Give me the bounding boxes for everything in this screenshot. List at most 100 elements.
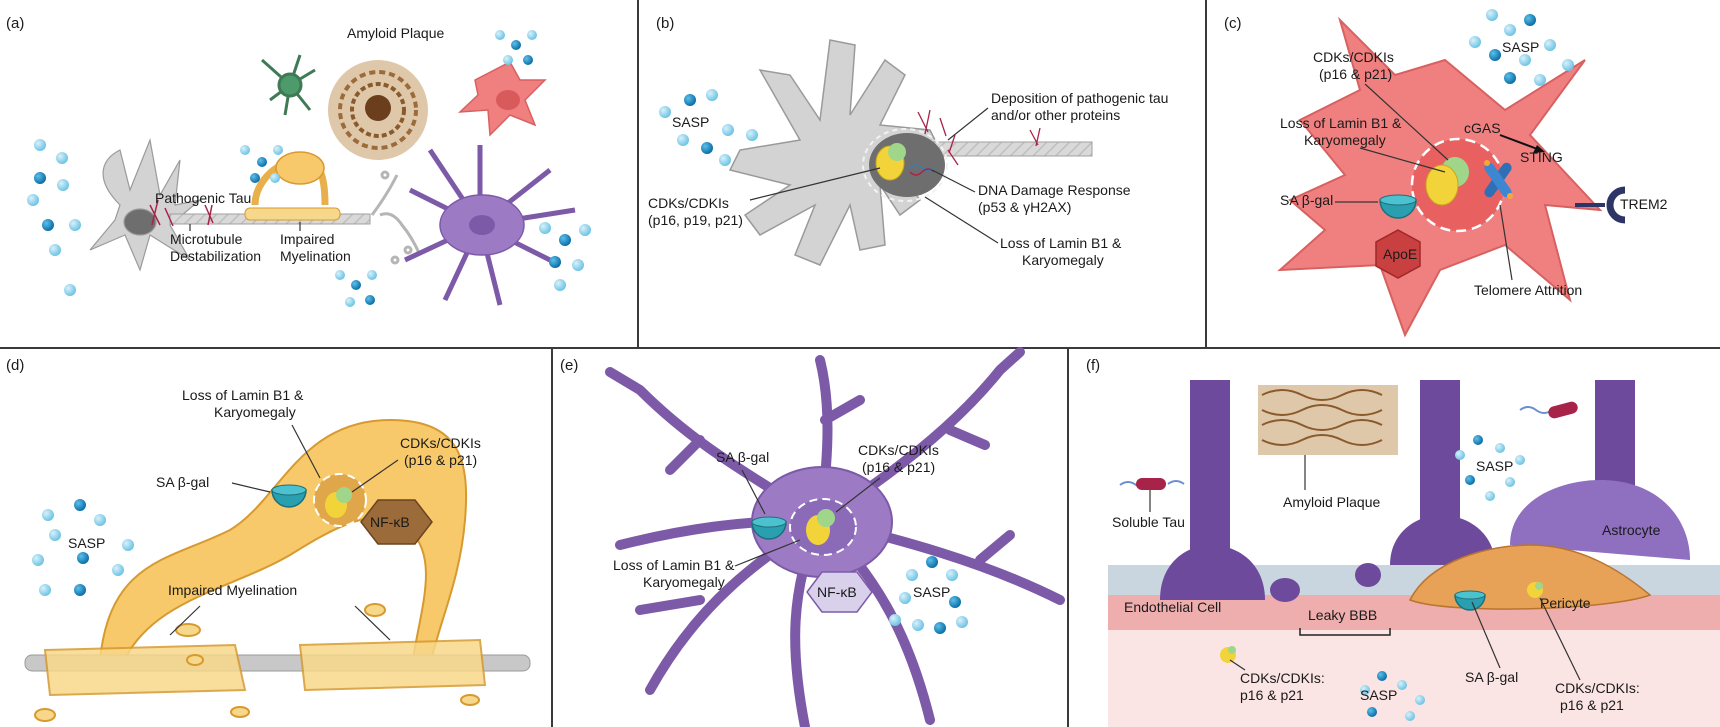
cdk-label-b-line2: (p16, p19, p21) (648, 212, 743, 228)
cdk-label-e-line2: (p16 & p21) (862, 459, 935, 475)
lamin-label-c-line2: Karyomegaly (1304, 132, 1386, 148)
sasp-label-e: SASP (913, 584, 950, 600)
sasp-label-f-top: SASP (1476, 458, 1513, 474)
microtubule-label-line1: Microtubule (170, 231, 243, 247)
sasp-dots-c (1469, 9, 1574, 86)
leader-lines-e (734, 469, 881, 567)
impaired-myelination-label-d: Impaired Myelination (168, 582, 297, 598)
nucleus-c-icon (1410, 137, 1506, 233)
panel-c: (c) ApoE TREM2 (1224, 9, 1668, 338)
apoe-hexagon-icon (1375, 229, 1421, 279)
sting-label: STING (1520, 149, 1563, 165)
lamin-label-c-line1: Loss of Lamin B1 & (1280, 115, 1402, 131)
amyloid-plaque-label-f: Amyloid Plaque (1283, 494, 1380, 510)
amyloid-plaque-label: Amyloid Plaque (347, 25, 444, 41)
cdk-label-d-line2: (p16 & p21) (404, 452, 477, 468)
trem2-receptor-icon (1575, 186, 1626, 224)
leader-lines-f (1149, 455, 1581, 681)
sa-bgal-label-f: SA β-gal (1465, 669, 1518, 685)
myelin-fragments-icon (34, 603, 487, 722)
astrocyte-endfeet-icon (1160, 380, 1690, 602)
deposition-label-line1: Deposition of pathogenic tau (991, 90, 1168, 106)
sasp-label-f-bottom: SASP (1360, 687, 1397, 703)
sasp-dots-a (27, 30, 591, 307)
amyloid-plaque-icon (328, 60, 428, 160)
sasp-label-d: SASP (68, 535, 105, 551)
sa-bgal-label-c: SA β-gal (1280, 192, 1333, 208)
cgas-label: cGAS (1464, 120, 1501, 136)
apoe-label: ApoE (1383, 246, 1417, 262)
cdk-label-b-line1: CDKs/CDKIs (648, 195, 729, 211)
leader-lines-d (169, 424, 399, 641)
sasp-dots-d (32, 499, 134, 596)
telomere-label: Telomere Attrition (1474, 282, 1582, 298)
cdk-label-c-line2: (p16 & p21) (1319, 66, 1392, 82)
oligodendrocyte-icon (244, 151, 341, 221)
panel-e-letter: (e) (560, 357, 578, 374)
sasp-dots-f (1360, 435, 1525, 721)
tau-tangle-icon (149, 199, 214, 227)
cdk-label-f-left-line2: p16 & p21 (1240, 687, 1304, 703)
amyloid-plaque-f-icon (1258, 385, 1398, 455)
nfkb-label-e: NF-κB (817, 584, 857, 600)
panel-f: (f) (1086, 357, 1720, 727)
leader-lines-a (189, 222, 301, 231)
pathogenic-tau-label: Pathogenic Tau (155, 190, 251, 206)
impaired-myelination-label-line1: Impaired (280, 231, 334, 247)
lamin-label-e-line1: Loss of Lamin B1 & (613, 557, 735, 573)
sa-bgal-bowl-d-icon (271, 484, 307, 508)
panel-e: (e) NF-κB (560, 347, 1065, 727)
soluble-tau-label: Soluble Tau (1112, 514, 1185, 530)
deposition-label-line2: and/or other proteins (991, 107, 1120, 123)
cgas-sting-arrow (1499, 134, 1545, 153)
panel-b: (b) SASP Deposition of pathogenic tau an… (648, 15, 1168, 268)
neuron-large-icon (728, 39, 942, 266)
cdk-label-f-left-line1: CDKs/CDKIs: (1240, 670, 1325, 686)
lamin-label-b-line1: Loss of Lamin B1 & (1000, 235, 1122, 251)
leaky-bbb-bracket (1299, 628, 1391, 636)
lamin-label-d-line1: Loss of Lamin B1 & (182, 387, 304, 403)
nucleus-e-icon (789, 498, 857, 556)
microglia-pink-icon (457, 61, 547, 137)
panel-a-letter: (a) (6, 15, 24, 32)
sa-bgal-bowl-icon (1379, 194, 1417, 219)
lamin-label-b-line2: Karyomegaly (1022, 252, 1104, 268)
cdk-label-f-right-line1: CDKs/CDKIs: (1555, 680, 1640, 696)
nucleus-f-icons (1220, 582, 1543, 663)
panel-f-letter: (f) (1086, 357, 1100, 374)
microtubule-label-line2: Destabilization (170, 248, 261, 264)
chromosome-icon (1484, 160, 1513, 199)
nucleus-d-icon (313, 473, 367, 527)
ddr-label-line2: (p53 & γH2AX) (978, 199, 1071, 215)
astrocyte-icon (403, 145, 576, 306)
nfkb-label-d: NF-κB (370, 514, 410, 530)
astrocyte-label: Astrocyte (1602, 522, 1661, 538)
leader-lines-c (1335, 83, 1513, 281)
cdk-label-f-right-line2: p16 & p21 (1560, 697, 1624, 713)
cdk-label-c-line1: CDKs/CDKIs (1313, 49, 1394, 65)
sa-bgal-bowl-f-icon (1454, 590, 1486, 611)
ddr-label-line1: DNA Damage Response (978, 182, 1131, 198)
nfkb-hexagon-d-icon (360, 499, 433, 545)
sasp-label-c: SASP (1502, 39, 1539, 55)
lamin-label-e-line2: Karyomegaly (643, 574, 725, 590)
nfkb-hexagon-e-icon (806, 571, 873, 613)
sa-bgal-bowl-e-icon (751, 516, 787, 540)
panel-b-letter: (b) (656, 15, 674, 32)
panel-c-letter: (c) (1224, 15, 1242, 32)
sasp-label-b: SASP (672, 114, 709, 130)
endothelial-cell-label: Endothelial Cell (1124, 599, 1221, 615)
lamin-label-d-line2: Karyomegaly (214, 404, 296, 420)
neuron-icon (89, 137, 201, 272)
impaired-myelination-label-line2: Myelination (280, 248, 351, 264)
panel-d: (d) NF-κB (6, 357, 531, 722)
soluble-tau-icon (1119, 401, 1578, 490)
cdk-label-e-line1: CDKs/CDKIs (858, 442, 939, 458)
tau-deposits-icon (917, 109, 1041, 166)
trem2-label: TREM2 (1620, 196, 1668, 212)
oligodendrocyte-large-icon (98, 418, 468, 667)
degenerating-axon-icon (370, 170, 422, 265)
cdk-label-d-line1: CDKs/CDKIs (400, 435, 481, 451)
